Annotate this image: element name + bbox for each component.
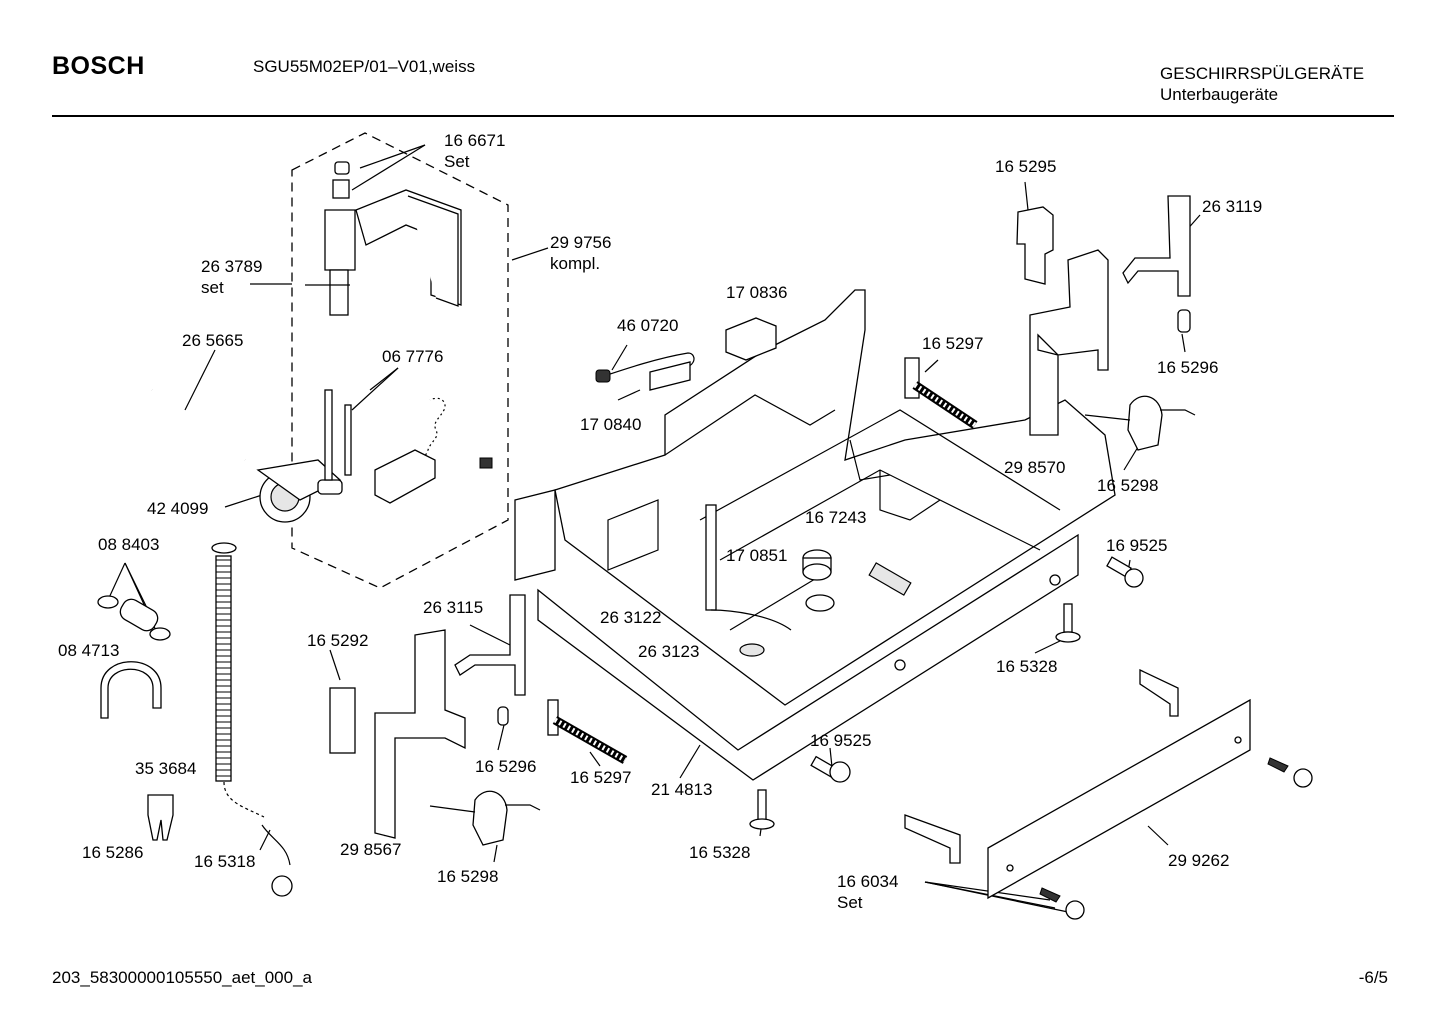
clip-part: [147, 794, 174, 841]
part-label-169525-upper: 16 9525: [1106, 536, 1168, 555]
screw-cap-set-lower: [1039, 887, 1085, 920]
part-label-298570: 29 8570: [1004, 458, 1066, 477]
base-frame: [514, 289, 1116, 781]
part-label-084713: 08 4713: [58, 641, 120, 660]
part-label-214813: 21 4813: [651, 780, 713, 799]
part-label-424099: 42 4099: [147, 499, 209, 518]
spring-part-left: [547, 699, 628, 764]
spring-part-right: [904, 357, 978, 429]
sump-parts: [705, 504, 835, 657]
screw-169525-lower: [810, 755, 851, 783]
small-clip: [1177, 309, 1191, 333]
part-label-165292: 16 5292: [307, 631, 369, 650]
foot-165328-right: [1055, 603, 1081, 643]
side-bracket: [374, 629, 466, 839]
part-label-165295: 16 5295: [995, 157, 1057, 176]
part-label-263122: 26 3122: [600, 608, 662, 627]
part-label-170851: 17 0851: [726, 546, 788, 565]
part-label-460720: 46 0720: [617, 316, 679, 335]
bracket-part: [1016, 206, 1054, 285]
part-label-170836: 17 0836: [726, 283, 788, 302]
part-label-170840: 17 0840: [580, 415, 642, 434]
part-label-299262: 29 9262: [1168, 851, 1230, 870]
kick-plate: [987, 698, 1251, 900]
part-label-165328-right: 16 5328: [996, 657, 1058, 676]
drain-pump: [256, 459, 343, 523]
category-subtitle: Unterbaugeräte: [1160, 85, 1279, 104]
part-label-165286: 16 5286: [82, 843, 144, 862]
tube-part: [324, 389, 333, 481]
part-label-169525-lower: 16 9525: [810, 731, 872, 750]
bracket-part: [329, 687, 356, 754]
header-divider: [52, 115, 1394, 117]
hose-inner: [149, 387, 247, 463]
brand-logo: BOSCH: [52, 52, 145, 80]
foot-165328-left: [749, 789, 775, 830]
document-code: 203_58300000105550_aet_000_a: [52, 968, 312, 987]
page-number: -6/5: [1358, 968, 1388, 987]
part-label-265665: 26 5665: [182, 331, 244, 350]
part-label-263115: 26 3115: [423, 598, 484, 617]
sensor-part: [1127, 395, 1163, 451]
drain-hose-corrugated: [211, 542, 293, 897]
part-label-353684: 35 3684: [135, 759, 197, 778]
part-label-165297-right: 16 5297: [922, 334, 984, 353]
part-label-165298-left: 16 5298: [437, 867, 499, 886]
screw-169525-upper: [1106, 556, 1144, 588]
plate-bracket: [1139, 668, 1179, 717]
tube-part: [344, 404, 352, 476]
assembly-boundary: [291, 132, 509, 589]
mount-bracket: [454, 594, 526, 696]
part-label-165298-right: 16 5298: [1097, 476, 1159, 495]
small-clip: [497, 706, 509, 726]
cable-harness: [595, 352, 695, 391]
part-label-165328-left: 16 5328: [689, 843, 751, 862]
mount-bracket-right: [1122, 195, 1191, 297]
inlet-valve-assembly: [305, 161, 462, 316]
part-label-298567: 29 8567: [340, 840, 402, 859]
category-block: GESCHIRRSPÜLGERÄTE Unterbaugeräte: [1160, 63, 1390, 105]
part-label-067776: 06 7776: [382, 347, 444, 366]
part-label-263123: 26 3123: [638, 642, 700, 661]
connector-block: [725, 317, 777, 361]
part-label-165318: 16 5318: [194, 852, 256, 871]
plate-bracket-lower: [904, 814, 961, 864]
sensor-part: [472, 790, 508, 846]
part-label-165296-right: 16 5296: [1157, 358, 1219, 377]
part-label-263119: 26 3119: [1202, 197, 1263, 216]
side-bracket-right: [1029, 249, 1109, 436]
connector-part: [479, 457, 493, 469]
part-label-165296-left: 16 5296: [475, 757, 537, 776]
part-label-088403: 08 8403: [98, 535, 160, 554]
aquastop-valve: [374, 449, 436, 504]
screw-cap-set-right: [1267, 757, 1313, 788]
model-number: SGU55M02EP/01–V01,weiss: [253, 57, 476, 76]
hose-clamps: [97, 595, 171, 719]
part-label-165297-left: 16 5297: [570, 768, 632, 787]
part-label-167243: 16 7243: [805, 508, 867, 527]
category-title: GESCHIRRSPÜLGERÄTE: [1160, 64, 1365, 83]
